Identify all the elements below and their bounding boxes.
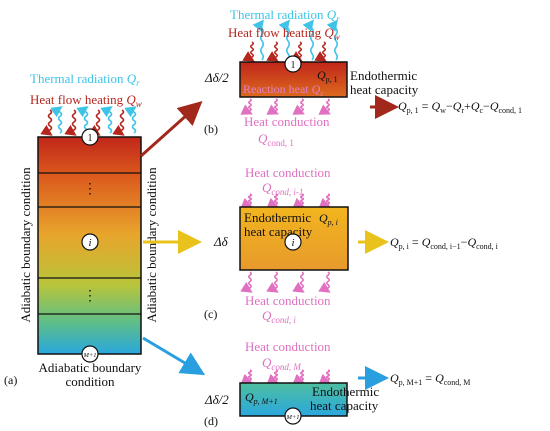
panel-a-label: (a) (4, 373, 17, 387)
panel-b-radiation-label: Thermal radiation Qr (230, 7, 340, 24)
heat-flow-arrow (266, 41, 279, 62)
panel-a-node-1 (81, 128, 99, 146)
panel-a-node-1-label: 1 (88, 133, 93, 144)
panel-d-node-label: M+1 (285, 414, 299, 421)
panel-b-endothermic-2: heat capacity (350, 82, 419, 97)
panel-b-reaction-label: Reaction heat Qc (243, 82, 324, 98)
panel-b: Thermal radiation Qr Heat flow heating Q… (204, 7, 522, 148)
conduction-arrow (292, 98, 305, 115)
radiation-arrow (100, 106, 113, 134)
panel-c-capacity-symbol: Qp, i (319, 211, 338, 227)
radiation-arrow (76, 106, 89, 134)
panel-a-dots-top: ⋮ (83, 182, 97, 197)
panel-a-bottom-condition-1: Adiabatic boundary (39, 360, 142, 375)
panel-d-capacity-symbol: Qp, M+1 (245, 390, 278, 406)
panel-d-conduction-arrows (240, 369, 331, 385)
conduction-arrow (266, 369, 279, 385)
panel-d-thickness: Δδ/2 (204, 392, 229, 407)
panel-c-conduction-arrows (240, 193, 331, 293)
panel-c-conduction-bottom-label: Heat conduction (245, 293, 331, 308)
panel-c-equation: Qp, i = Qcond, i−1−Qcond, i (390, 235, 499, 251)
panel-c-conduction-top-symbol: Qcond, i-1 (262, 180, 303, 197)
panel-d-endothermic-1: Endothermic (312, 384, 379, 399)
panel-d-conduction-label: Heat conduction (245, 339, 331, 354)
conduction-arrow (292, 369, 305, 385)
panel-d-equation: Qp, M+1 = Qcond, M (390, 371, 470, 387)
panel-c-endothermic-2: heat capacity (244, 224, 313, 239)
conduction-arrow (240, 98, 253, 115)
conduction-arrow (292, 193, 305, 209)
panel-b-conduction-label: Heat conduction (244, 114, 330, 129)
conduction-arrow (318, 271, 331, 293)
panel-b-endothermic-1: Endothermic (350, 68, 417, 83)
arrow-to-panel-b (139, 100, 203, 158)
panel-d-node (284, 407, 302, 425)
heat-flow-arrow (290, 41, 303, 62)
radiation-arrow (326, 19, 339, 61)
heat-flow-arrow (242, 41, 255, 62)
radiation-arrow (302, 19, 315, 61)
panel-c-node (284, 233, 302, 251)
panel-a-bottom-condition-2: condition (65, 374, 115, 389)
panel-c: Heat conduction Qcond, i-1 Endothermic h… (204, 165, 499, 325)
panel-c-label: (c) (204, 307, 217, 321)
panel-a-right-condition: Adiabatic boundary condition (144, 167, 159, 323)
conduction-arrow (318, 193, 331, 209)
conduction-arrow (240, 193, 253, 209)
panel-a-node-m1 (81, 345, 99, 363)
panel-a: Thermal radiation Qr Heat flow heating Q… (4, 71, 159, 389)
panel-a-left-condition: Adiabatic boundary condition (18, 167, 33, 323)
panel-a-squiggles (40, 106, 137, 136)
conduction-arrow (318, 98, 331, 115)
panel-d-conduction-symbol: Qcond, M (262, 355, 301, 372)
heat-flow-arrow (40, 109, 53, 136)
radiation-arrow (252, 19, 265, 61)
panel-b-equation: Qp, 1 = Qw−Qr+Qc−Qcond, 1 (398, 99, 522, 115)
conduction-arrow (240, 369, 253, 385)
panel-b-heatflow-label: Heat flow heating Qw (228, 25, 340, 42)
panel-b-node (284, 55, 302, 73)
panel-b-conduction-symbol: Qcond, 1 (258, 131, 294, 148)
panel-c-thickness: Δδ (213, 234, 229, 249)
heat-flow-arrow (112, 109, 125, 136)
panel-d-label: (d) (204, 414, 218, 428)
radiation-arrow (50, 106, 63, 134)
conduction-arrow (266, 271, 279, 293)
panel-b-squiggles (242, 19, 339, 62)
panel-a-node-i (81, 233, 99, 251)
heat-flow-arrow (64, 109, 77, 136)
panel-b-thickness: Δδ/2 (204, 70, 229, 85)
panel-c-endothermic-1: Endothermic (244, 210, 311, 225)
panel-a-radiation-label: Thermal radiation Qr (30, 71, 140, 88)
panel-a-node-i-label: i (88, 237, 91, 249)
radiation-arrow (278, 19, 291, 61)
radiation-arrow (124, 106, 137, 134)
conduction-arrow (266, 98, 279, 115)
arrow-to-panel-d (142, 336, 206, 376)
panel-d-endothermic-2: heat capacity (310, 398, 379, 413)
panel-c-node-label: i (291, 237, 294, 249)
panel-d: Heat conduction Qcond, M Qp, M+1 Endothe… (204, 339, 470, 428)
heat-flow-arrow (88, 109, 101, 136)
panel-b-label: (b) (204, 122, 218, 136)
panel-a-heatflow-label: Heat flow heating Qw (30, 92, 142, 109)
panel-b-capacity-symbol: Qp, 1 (317, 68, 338, 84)
conduction-arrow (318, 369, 331, 385)
conduction-arrow (292, 271, 305, 293)
conduction-arrow (240, 271, 253, 293)
panel-c-conduction-top-label: Heat conduction (245, 165, 331, 180)
heat-flow-arrow (314, 41, 327, 62)
panel-b-conduction-arrows (240, 98, 331, 115)
panel-a-dots-bottom: ⋮ (83, 289, 97, 304)
panel-a-node-m1-label: M+1 (82, 352, 96, 359)
panel-b-node-label: 1 (291, 60, 296, 71)
panel-c-conduction-bottom-symbol: Qcond, i (262, 308, 296, 325)
conduction-arrow (266, 193, 279, 209)
